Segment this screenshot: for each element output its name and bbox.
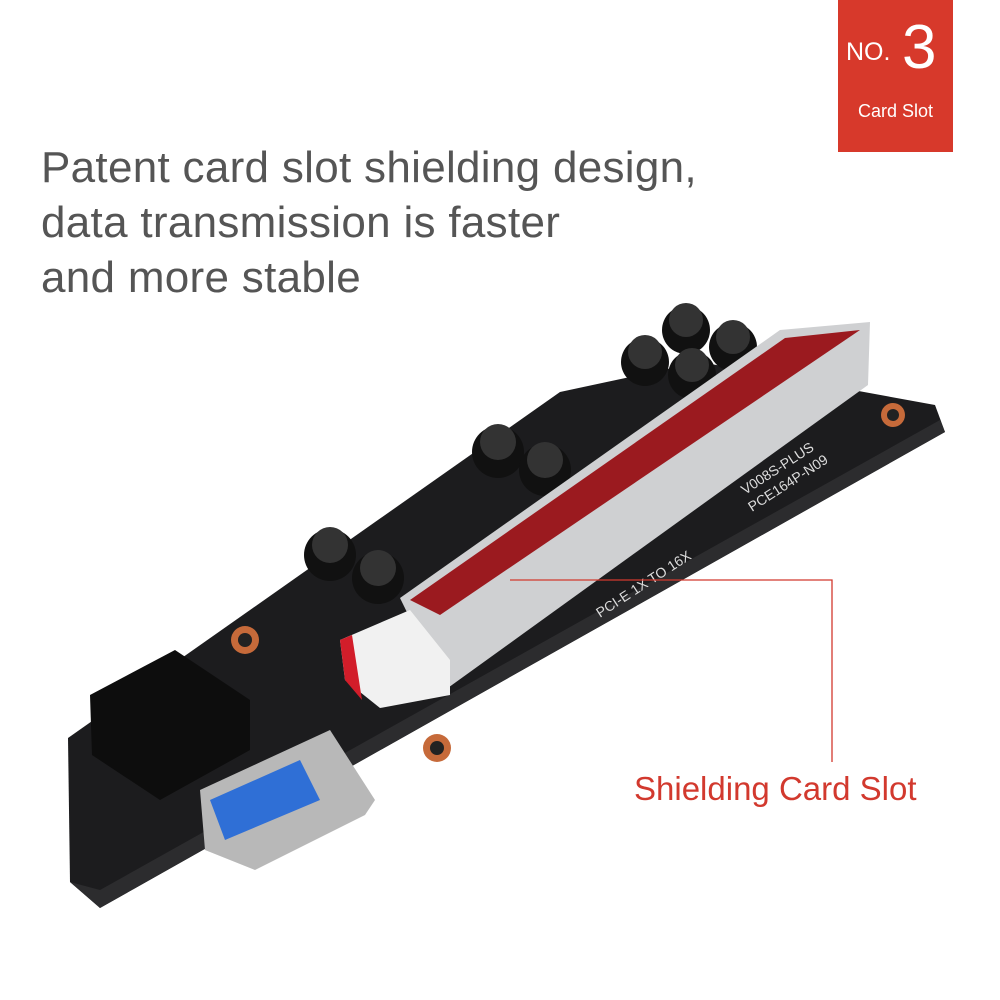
headline: Patent card slot shielding design, data … [41,140,697,305]
feature-number-badge: NO. 3 Card Slot [838,0,953,152]
power-connector [90,650,250,800]
slot-latch [340,610,450,708]
callout-label: Shielding Card Slot [634,770,917,807]
mount-holes [231,403,905,762]
slot-red-strip [410,330,860,615]
pcie-slot [400,322,870,690]
badge-label: Card Slot [857,101,934,121]
headline-line: and more stable [41,253,362,302]
badge-number: 3 [902,13,937,82]
headline-line: data transmission is faster [41,198,561,247]
headline-line: Patent card slot shielding design, [41,143,697,192]
callout-line [510,579,833,762]
badge-prefix: NO. [846,38,891,66]
